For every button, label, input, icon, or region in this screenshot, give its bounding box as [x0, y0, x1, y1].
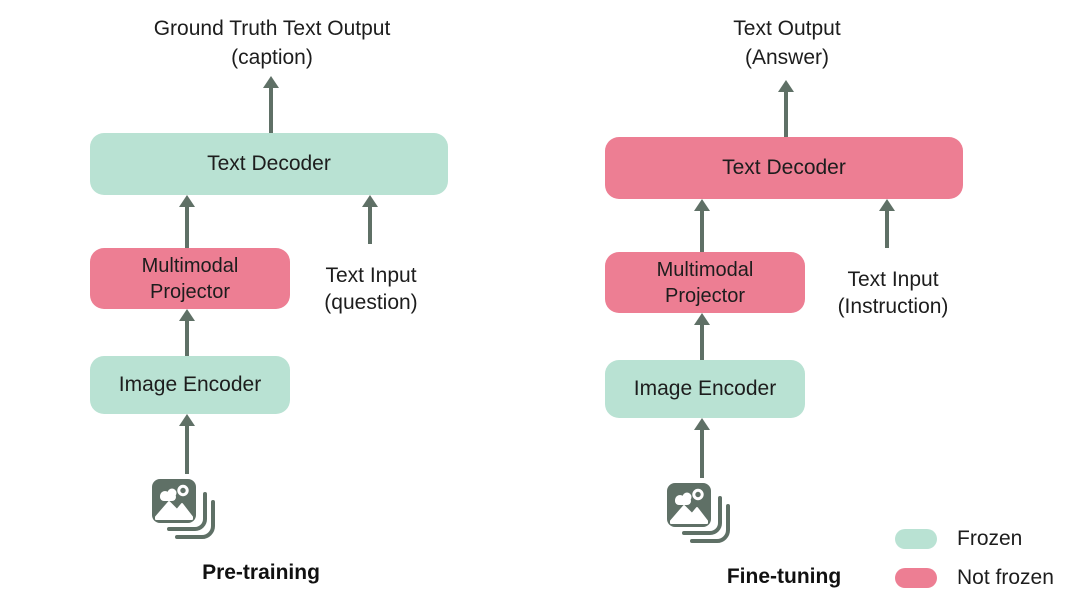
arrowhead-icon: [879, 199, 895, 211]
arrowhead-icon: [694, 418, 710, 430]
arrow-projector-to-decoder: [179, 195, 195, 248]
stage-label-finetuning: Fine-tuning: [726, 565, 842, 588]
text-decoder-label: Text Decoder: [207, 152, 331, 175]
text-input-line1: Text Input: [325, 264, 417, 287]
legend-item-not-frozen: Not frozen: [895, 566, 1054, 590]
arrow-shaft: [368, 205, 372, 244]
arrow-shaft: [700, 323, 704, 360]
text-decoder-label: Text Decoder: [722, 156, 846, 179]
projector-label-line1: Multimodal: [141, 254, 239, 277]
output-label: Text Output (Answer): [607, 14, 967, 72]
text-input-label: Text Input (question): [291, 262, 451, 316]
arrowhead-icon: [179, 195, 195, 207]
text-input-line2: (question): [324, 291, 418, 314]
output-label-line2: (Answer): [744, 46, 829, 69]
arrowhead-icon: [694, 313, 710, 325]
arrow-images-to-encoder: [179, 414, 195, 474]
legend-label-not-frozen: Not frozen: [957, 566, 1054, 589]
image-stack-icon: [665, 481, 733, 552]
arrow-shaft: [185, 205, 189, 248]
arrow-decoder-to-output: [263, 76, 279, 133]
arrow-decoder-to-output: [778, 80, 794, 137]
legend-swatch-frozen: [895, 529, 937, 549]
legend-label-frozen: Frozen: [957, 527, 1023, 550]
image-encoder-box: Image Encoder: [90, 356, 290, 414]
legend-swatch-not-frozen: [895, 568, 937, 588]
projector-label-line1: Multimodal: [656, 258, 754, 281]
text-input-line1: Text Input: [847, 268, 939, 291]
image-encoder-label: Image Encoder: [118, 373, 262, 396]
arrow-encoder-to-projector: [179, 309, 195, 356]
image-encoder-box: Image Encoder: [605, 360, 805, 418]
arrowhead-icon: [179, 309, 195, 321]
arrow-textinput-to-decoder: [879, 199, 895, 248]
arrowhead-icon: [179, 414, 195, 426]
arrow-encoder-to-projector: [694, 313, 710, 360]
image-stack-icon: [150, 477, 218, 548]
arrowhead-icon: [362, 195, 378, 207]
arrow-shaft: [269, 86, 273, 133]
output-label-line1: Text Output: [733, 17, 841, 40]
arrow-shaft: [784, 90, 788, 137]
legend-item-frozen: Frozen: [895, 527, 1022, 551]
multimodal-projector-box: Multimodal Projector: [605, 252, 805, 313]
arrow-shaft: [185, 319, 189, 356]
arrow-shaft: [700, 428, 704, 478]
arrow-projector-to-decoder: [694, 199, 710, 252]
arrow-images-to-encoder: [694, 418, 710, 478]
arrowhead-icon: [263, 76, 279, 88]
text-decoder-box: Text Decoder: [605, 137, 963, 199]
arrow-textinput-to-decoder: [362, 195, 378, 244]
text-input-line2: (Instruction): [837, 295, 949, 318]
text-input-label: Text Input (Instruction): [813, 266, 973, 320]
projector-label-line2: Projector: [664, 284, 746, 307]
text-decoder-box: Text Decoder: [90, 133, 448, 195]
output-label-line1: Ground Truth Text Output: [153, 17, 391, 40]
arrow-shaft: [885, 209, 889, 248]
arrow-shaft: [700, 209, 704, 252]
arrowhead-icon: [778, 80, 794, 92]
projector-label-line2: Projector: [149, 280, 231, 303]
output-label-line2: (caption): [231, 46, 313, 69]
arrowhead-icon: [694, 199, 710, 211]
arrow-shaft: [185, 424, 189, 474]
stage-label-pretraining: Pre-training: [202, 561, 320, 584]
multimodal-projector-box: Multimodal Projector: [90, 248, 290, 309]
output-label: Ground Truth Text Output (caption): [92, 14, 452, 72]
image-encoder-label: Image Encoder: [633, 377, 777, 400]
